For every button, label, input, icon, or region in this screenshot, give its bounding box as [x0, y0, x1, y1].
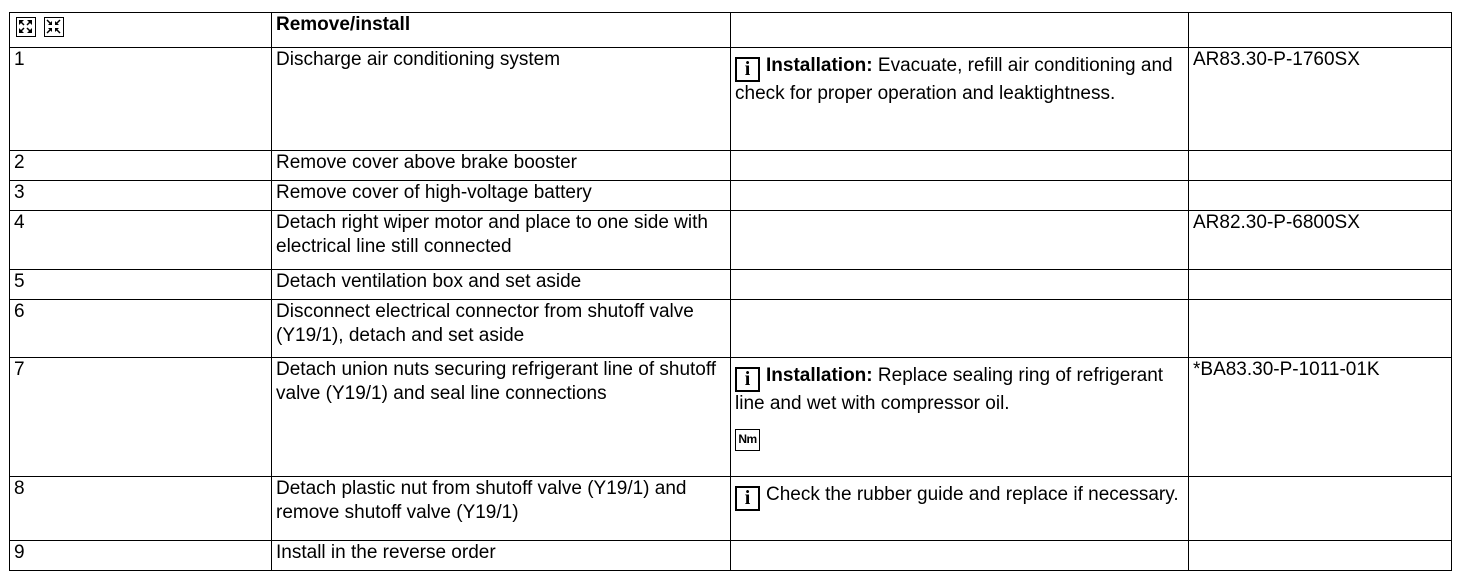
step-number: 7: [9, 357, 272, 477]
step-note: [730, 299, 1189, 358]
note-label: Installation:: [766, 365, 873, 386]
step-note: [730, 180, 1189, 211]
step-reference: [1188, 150, 1452, 181]
step-number: 4: [9, 210, 272, 270]
step-action: Detach union nuts securing refrigerant l…: [271, 357, 731, 477]
table-row: 9 Install in the reverse order: [9, 540, 1452, 571]
table-row: 2 Remove cover above brake booster: [9, 150, 1452, 181]
table-row: 8 Detach plastic nut from shutoff valve …: [9, 476, 1452, 541]
step-number: 6: [9, 299, 272, 358]
table-header-row: Remove/install: [9, 12, 1452, 48]
step-note: [730, 210, 1189, 270]
step-reference: [1188, 540, 1452, 571]
table-row: 1 Discharge air conditioning system i Ins…: [9, 47, 1452, 151]
header-empty-cell: [730, 12, 1189, 48]
table-row: 3 Remove cover of high-voltage battery: [9, 180, 1452, 211]
step-reference-link[interactable]: *BA83.30-P-1011-01K: [1188, 357, 1452, 477]
step-number: 8: [9, 476, 272, 541]
step-note: [730, 269, 1189, 300]
step-action: Discharge air conditioning system: [271, 47, 731, 151]
info-icon: i: [735, 486, 760, 511]
table-row: 6 Disconnect electrical connector from s…: [9, 299, 1452, 358]
note-text: Replace sealing ring of refrigerant line…: [735, 365, 1164, 414]
step-reference-link[interactable]: AR83.30-P-1760SX: [1188, 47, 1452, 151]
header-icons-cell: [9, 12, 272, 48]
step-note: i Installation: Evacuate, refill air cond…: [730, 47, 1189, 151]
step-reference: [1188, 180, 1452, 211]
table-row: 4 Detach right wiper motor and place to …: [9, 210, 1452, 270]
step-note: [730, 150, 1189, 181]
step-action: Detach right wiper motor and place to on…: [271, 210, 731, 270]
step-action: Remove cover above brake booster: [271, 150, 731, 181]
step-reference: [1188, 476, 1452, 541]
step-action: Remove cover of high-voltage battery: [271, 180, 731, 211]
header-empty-cell: [1188, 12, 1452, 48]
step-number: 3: [9, 180, 272, 211]
step-note: i Installation: Replace sealing ring of r…: [730, 357, 1189, 477]
note-label: Installation:: [766, 55, 873, 76]
table-row: 5 Detach ventilation box and set aside: [9, 269, 1452, 300]
info-icon: i: [735, 367, 760, 392]
table-row: 7 Detach union nuts securing refrigerant…: [9, 357, 1452, 477]
step-reference-link[interactable]: AR82.30-P-6800SX: [1188, 210, 1452, 270]
step-number: 9: [9, 540, 272, 571]
step-action: Detach plastic nut from shutoff valve (Y…: [271, 476, 731, 541]
header-title: Remove/install: [271, 12, 731, 48]
step-number: 1: [9, 47, 272, 151]
step-action: Detach ventilation box and set aside: [271, 269, 731, 300]
info-icon: i: [735, 57, 760, 82]
note-text: Evacuate, refill air conditioning and ch…: [735, 55, 1173, 104]
step-action: Install in the reverse order: [271, 540, 731, 571]
step-note: i Check the rubber guide and replace if n…: [730, 476, 1189, 541]
expand-all-icon[interactable]: [16, 17, 36, 37]
step-note: [730, 540, 1189, 571]
procedure-table: Remove/install 1 Discharge air condition…: [9, 12, 1452, 571]
step-action: Disconnect electrical connector from shu…: [271, 299, 731, 358]
torque-nm-icon[interactable]: Nm: [735, 428, 760, 451]
step-reference: [1188, 269, 1452, 300]
step-reference: [1188, 299, 1452, 358]
collapse-all-icon[interactable]: [44, 17, 64, 37]
step-number: 5: [9, 269, 272, 300]
step-number: 2: [9, 150, 272, 181]
note-text: Check the rubber guide and replace if ne…: [766, 484, 1179, 505]
